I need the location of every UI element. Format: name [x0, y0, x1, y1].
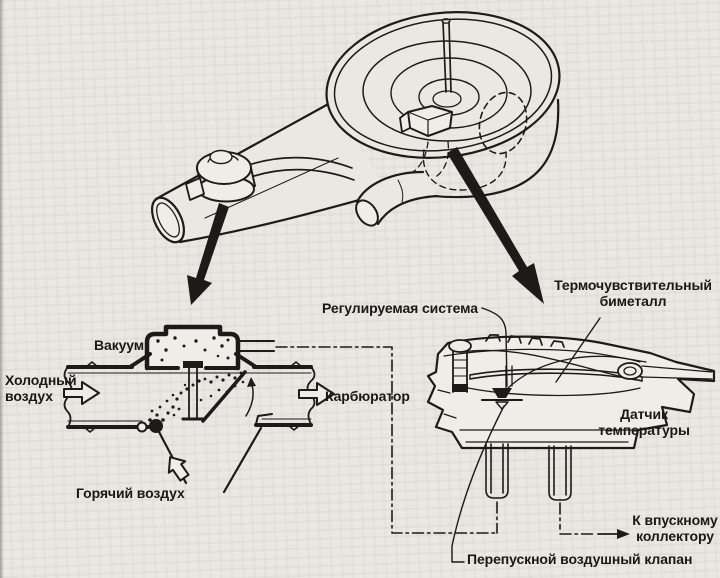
- label-carburetor: Карбюратор: [325, 388, 410, 404]
- vacuum-signal-dashdot-line: [275, 346, 498, 534]
- label-bimetal: Термочувствительный биметалл: [554, 277, 712, 309]
- hot-air-hose: [355, 170, 439, 227]
- sensor-tubes: [485, 443, 572, 501]
- air-control-valve-section: [63, 324, 498, 534]
- sensor-unit-overview: [399, 105, 453, 137]
- vacuum-hose: [251, 156, 353, 169]
- leader-lines: [451, 307, 601, 563]
- center-stud: [441, 18, 452, 93]
- hot-air-inlet: [156, 426, 263, 494]
- sensor-callout-arrow: [447, 147, 544, 304]
- air-cleaner-overview: [150, 11, 561, 305]
- bypass-air-valve: [481, 388, 523, 410]
- label-vacuum: Вакуум: [94, 337, 145, 353]
- intake-vacuum-lines: [496, 501, 630, 539]
- label-intake-manifold: К впускному коллектору: [632, 512, 718, 544]
- vacuum-port: [617, 362, 713, 380]
- label-bypass-valve: Перепускной воздушный клапан: [467, 551, 693, 567]
- vacuum-motor-section: [128, 324, 258, 371]
- valve-flap-assembly: [136, 361, 256, 433]
- vacuum-motor-overview: [185, 149, 256, 203]
- scan-edge-shadow: [0, 0, 4, 578]
- hot-air-flow-arrow: [167, 456, 190, 482]
- temperature-sensor-section: [426, 307, 716, 563]
- label-regulated-system: Регулируемая система: [322, 300, 478, 316]
- mounting-bolt: [448, 339, 472, 393]
- carburetor-flow-arrow: [298, 382, 335, 406]
- cold-air-flow-arrow: [63, 381, 100, 405]
- snorkel-callout-arrow: [187, 203, 229, 305]
- intake-flow-arrow: [617, 529, 630, 539]
- label-hot-air: Горячий воздух: [76, 485, 185, 501]
- air-duct: [63, 361, 316, 433]
- hot-air-flow-stipple: [148, 371, 245, 422]
- label-cold-air: Холодный воздух: [5, 372, 77, 404]
- label-temperature-sensor: Датчик температуры: [598, 406, 690, 438]
